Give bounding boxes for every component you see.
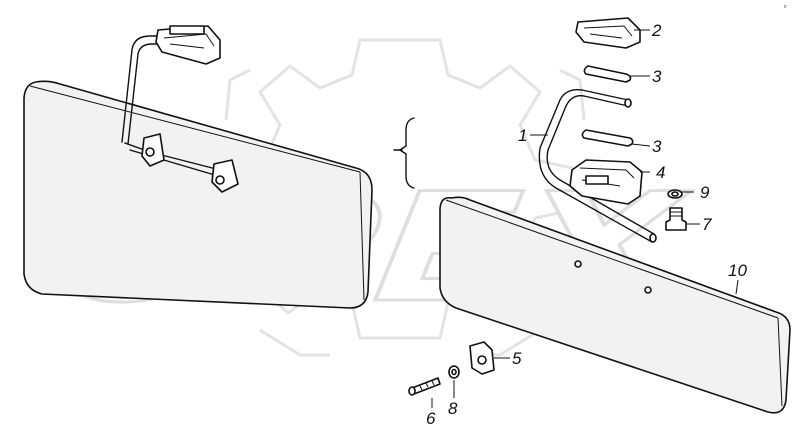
left-hinge-mount: [155, 25, 221, 65]
callout-5: 5: [512, 349, 522, 368]
corner-mark: c: [784, 4, 787, 10]
right-visor-panel: [439, 196, 791, 414]
callouts: 2 3 1 3 4 9 7 10 5 6 8: [426, 21, 747, 428]
callout-1: 1: [518, 126, 527, 145]
left-visor-assembly: [23, 25, 373, 309]
sleeve-part-3-upper: [583, 65, 632, 83]
callout-10: 10: [728, 261, 747, 280]
callout-8: 8: [448, 399, 458, 418]
callout-3-upper: 3: [652, 67, 662, 86]
callout-4: 4: [656, 163, 665, 182]
callout-6: 6: [426, 409, 436, 428]
leader-lines: [431, 29, 739, 408]
center-brace: [393, 117, 415, 189]
callout-9: 9: [700, 183, 710, 202]
callout-2: 2: [651, 21, 662, 40]
rod-part-1: [546, 95, 655, 235]
callout-7: 7: [702, 215, 712, 234]
sleeve-part-3-lower: [581, 129, 634, 147]
left-bracket-rod: [121, 35, 169, 143]
callout-3-lower: 3: [652, 137, 662, 156]
right-visor-exploded: [408, 17, 791, 414]
bolt-part-6: [411, 377, 441, 395]
hinge-part-2: [575, 17, 641, 49]
left-visor-panel: [23, 80, 373, 309]
